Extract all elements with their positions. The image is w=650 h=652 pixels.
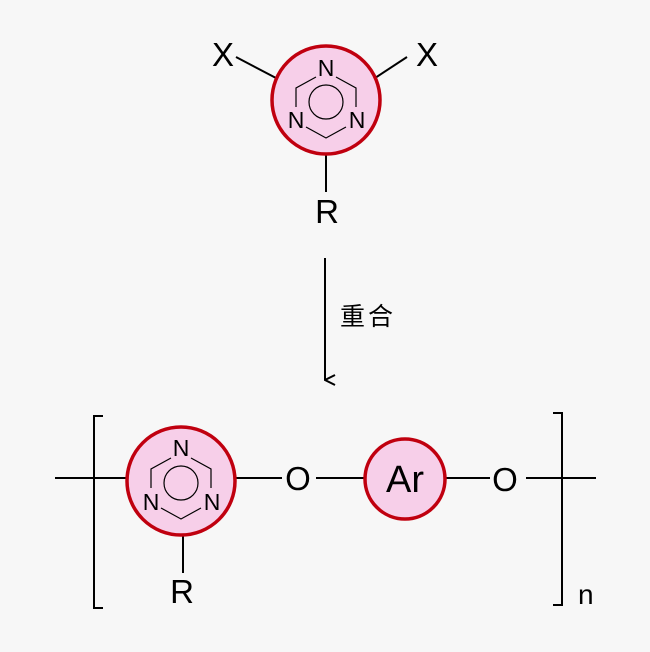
- polymer: N N N O Ar O R n: [55, 412, 596, 610]
- repeat-subscript-n: n: [578, 579, 594, 610]
- polymer-triazine-ring-circle: [125, 425, 237, 537]
- monomer: N N N X X R: [212, 36, 438, 230]
- aryl-circle: [363, 437, 447, 521]
- ring-atom-n-left: N: [288, 107, 305, 133]
- bond-x-right: [374, 56, 408, 79]
- bracket-left: [93, 415, 103, 609]
- polymer-ring-atom-n-right: N: [204, 489, 221, 515]
- substituent-x-right: X: [416, 36, 438, 73]
- substituent-r: R: [315, 193, 339, 230]
- polymer-ring-atom-n-left: N: [143, 489, 160, 515]
- polymer-ring-atom-n-top: N: [173, 435, 190, 461]
- bracket-right: [553, 412, 563, 606]
- triazine-ring-structure: [295, 76, 357, 139]
- oxygen-right: O: [492, 461, 518, 498]
- reaction-arrow: 重合: [324, 258, 396, 380]
- oxygen-left: O: [285, 460, 311, 497]
- substituent-x-left: X: [212, 36, 234, 73]
- ring-atom-n-right: N: [349, 107, 366, 133]
- aryl-label: Ar: [386, 459, 424, 501]
- bond-x-left: [235, 56, 277, 79]
- arrow-label: 重合: [340, 302, 396, 331]
- ring-atom-n-top: N: [318, 55, 335, 81]
- polymer-triazine-ring-structure: [150, 457, 212, 520]
- triazine-ring-circle: [270, 44, 382, 156]
- substituent-r-polymer: R: [170, 573, 194, 610]
